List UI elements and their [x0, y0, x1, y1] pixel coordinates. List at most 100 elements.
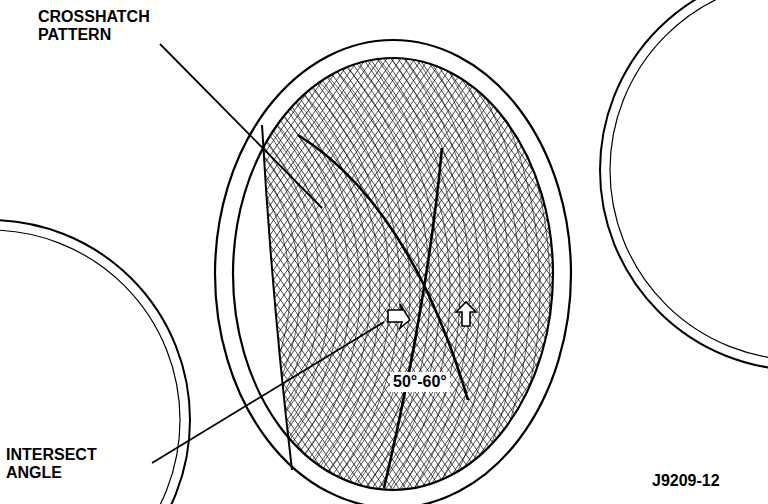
- hatch-line: [70, 40, 400, 504]
- hatch-line: [378, 40, 708, 504]
- hatch-line: [749, 40, 768, 504]
- hatch-line: [686, 40, 768, 504]
- hatch-line: [28, 40, 358, 504]
- hatch-line: [105, 40, 435, 504]
- hatch-line: [0, 40, 183, 504]
- hatch-line: [602, 40, 768, 504]
- hatch-line: [0, 40, 8, 504]
- hatch-arc: [0, 0, 580, 504]
- hatch-line: [0, 40, 15, 504]
- hatch-line: [441, 40, 768, 504]
- hatch-line: [574, 40, 768, 504]
- hatch-arc: [0, 0, 440, 504]
- hatch-line: [742, 40, 768, 504]
- hatch-line: [0, 40, 120, 504]
- hatch-line: [623, 40, 768, 504]
- hatch-line: [0, 40, 85, 504]
- hatch-line: [0, 40, 15, 504]
- hatch-line: [0, 40, 295, 504]
- hatch-line: [553, 40, 768, 504]
- hatch-line: [0, 40, 148, 504]
- label-anchor: CROSSHATCH PATTERN: [38, 8, 168, 44]
- hatch-arc: [0, 0, 400, 504]
- hatch-line: [7, 40, 337, 504]
- hatch-line: [0, 40, 155, 504]
- hatch-line: [637, 40, 768, 504]
- adjacent-bore: [0, 220, 190, 504]
- hatch-line: [385, 40, 715, 504]
- hatch-arc: [0, 60, 320, 504]
- hatch-line: [0, 40, 218, 504]
- hatch-line: [0, 40, 267, 504]
- hatch-line: [651, 40, 768, 504]
- hatch-line: [497, 40, 768, 504]
- hatch-line: [742, 40, 768, 504]
- hatch-line: [630, 40, 768, 504]
- hatch-line: [427, 40, 757, 504]
- hatch-line: [0, 40, 127, 504]
- hatch-line: [581, 40, 768, 504]
- hatch-arc: [0, 50, 330, 504]
- hatch-line: [77, 40, 407, 504]
- hatch-line: [679, 40, 768, 504]
- hatch-line: [413, 40, 743, 504]
- hatch-line: [616, 40, 768, 504]
- hatch-arc: [0, 0, 410, 504]
- hatch-line: [0, 40, 295, 504]
- hatch-line: [364, 40, 694, 504]
- hatch-line: [574, 40, 768, 504]
- hatch-line: [539, 40, 768, 504]
- hatch-line: [0, 40, 92, 504]
- hatch-line: [0, 40, 239, 504]
- hatch-line: [0, 40, 113, 504]
- hatch-line: [0, 40, 232, 504]
- hatch-line: [385, 40, 715, 504]
- hatch-line: [644, 40, 768, 504]
- hatch-line: [0, 40, 162, 504]
- hatch-line: [0, 40, 246, 504]
- hatch-line: [14, 40, 344, 504]
- hatch-line: [0, 40, 183, 504]
- hatch-line: [231, 40, 561, 504]
- hatch-line: [672, 40, 768, 504]
- hatch-line: [749, 40, 768, 504]
- hatch-line: [0, 40, 64, 504]
- hatch-line: [56, 40, 386, 504]
- hatch-line: [0, 40, 85, 504]
- hatch-line: [14, 40, 344, 504]
- adjacent-bore: [600, 0, 768, 370]
- hatch-line: [0, 40, 281, 504]
- hatch-line: [728, 40, 768, 504]
- hatch-line: [714, 40, 768, 504]
- hatch-line: [0, 40, 211, 504]
- hatch-line: [588, 40, 768, 504]
- hatch-arc: [0, 0, 600, 504]
- hatch-arc: [0, 0, 570, 504]
- hatch-line: [735, 40, 768, 504]
- hatch-line: [371, 40, 701, 504]
- hatch-line: [665, 40, 768, 504]
- hatch-line: [0, 40, 330, 504]
- hatch-line: [525, 40, 768, 504]
- hatch-line: [595, 40, 768, 504]
- hatch-line: [504, 40, 768, 504]
- hatch-line: [602, 40, 768, 504]
- hatch-line: [105, 40, 435, 504]
- hatch-line: [490, 40, 768, 504]
- hatch-line: [756, 40, 768, 504]
- hatch-line: [399, 40, 729, 504]
- hatch-line: [0, 40, 99, 504]
- hatch-line: [637, 40, 768, 504]
- hatch-line: [0, 40, 281, 504]
- hatch-line: [0, 40, 232, 504]
- hatch-line: [0, 40, 204, 504]
- hatch-reference-line: [298, 135, 468, 400]
- hatch-line: [658, 40, 768, 504]
- hatch-line: [616, 40, 768, 504]
- hatch-line: [0, 40, 78, 504]
- hatch-line: [0, 40, 197, 504]
- hatch-line: [0, 40, 78, 504]
- hatch-line: [532, 40, 768, 504]
- hatch-line: [665, 40, 768, 504]
